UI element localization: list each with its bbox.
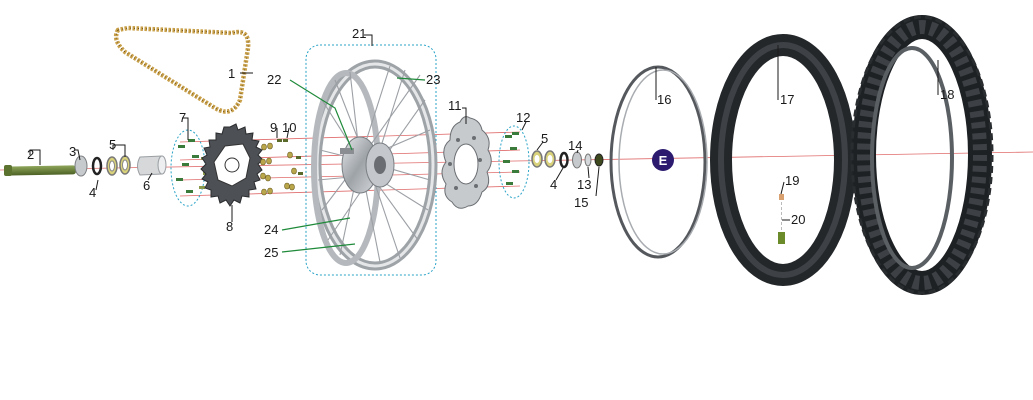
callout-2: 2 — [27, 147, 34, 162]
callout-24: 24 — [264, 222, 278, 237]
valve-parts — [778, 194, 785, 244]
callout-15: 15 — [574, 195, 588, 210]
callout-19: 19 — [785, 173, 799, 188]
brake-disc-part — [441, 116, 492, 209]
callout-6: 6 — [143, 178, 150, 193]
rim-band-part — [609, 65, 708, 259]
callout-4b: 4 — [550, 177, 557, 192]
callout-16: 16 — [657, 92, 671, 107]
callout-11: 11 — [448, 98, 462, 113]
callout-4: 4 — [89, 185, 96, 200]
axle-part — [4, 165, 77, 176]
callout-10: 10 — [282, 120, 296, 135]
callout-18: 18 — [940, 87, 954, 102]
callout-12: 12 — [516, 110, 530, 125]
section-badge: E — [652, 149, 674, 171]
rear-sprocket-part — [200, 123, 264, 207]
callout-1: 1 — [228, 66, 235, 81]
spoked-rim-part — [311, 59, 438, 271]
drive-chain-part — [113, 25, 251, 114]
callout-9: 9 — [270, 120, 277, 135]
callout-21: 21 — [352, 26, 366, 41]
callout-25: 25 — [264, 245, 278, 260]
callout-7: 7 — [179, 110, 186, 125]
leader-lines — [29, 34, 939, 253]
callout-13: 13 — [577, 177, 591, 192]
callout-5: 5 — [109, 137, 116, 152]
callout-17: 17 — [780, 92, 794, 107]
callout-5b: 5 — [541, 131, 548, 146]
inner-tube-part — [710, 34, 856, 286]
left-collar-bearings-spacer — [74, 155, 167, 177]
tire-part — [850, 15, 994, 295]
callout-20: 20 — [791, 212, 805, 227]
callout-14: 14 — [568, 138, 582, 153]
callout-22: 22 — [267, 72, 281, 87]
callout-labels: 1 2 3 4 5 6 7 8 9 10 11 12 5 4 14 13 15 … — [27, 26, 954, 260]
brake-disc-bolts-group — [498, 125, 530, 199]
callout-23: 23 — [426, 72, 440, 87]
callout-8: 8 — [226, 219, 233, 234]
callout-3: 3 — [69, 144, 76, 159]
right-bearings-seals — [531, 150, 604, 169]
badge-label: E — [659, 153, 668, 168]
nuts-washers-parts — [260, 139, 303, 196]
